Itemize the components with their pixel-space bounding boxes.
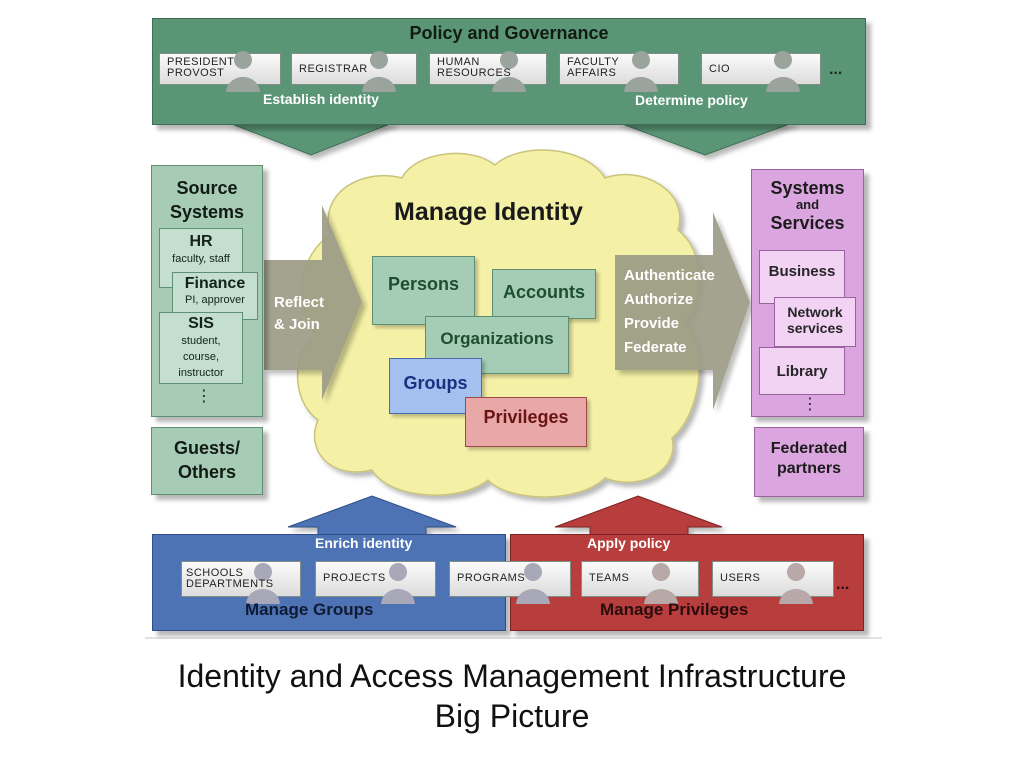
- service-network-services: Network services: [774, 297, 856, 347]
- action-federate: Federate: [624, 339, 687, 356]
- person-silhouette-icon: [644, 563, 678, 604]
- person-silhouette-icon: [492, 51, 526, 92]
- identity-actions-list: Authenticate Authorize Provide Federate: [624, 264, 715, 360]
- privilege-card-users: USERS: [712, 561, 834, 604]
- person-silhouette-icon: [246, 563, 280, 604]
- source-item-name: HR: [189, 233, 213, 250]
- role-label: PRESIDENT PROVOST: [167, 56, 235, 79]
- bottom-more-ellipsis: ...: [836, 576, 850, 593]
- source-title-line1: Source: [176, 178, 238, 198]
- entity-accounts: Accounts: [492, 269, 596, 319]
- reflect-join-label: Reflect & Join: [274, 292, 324, 336]
- caption-line2: Big Picture: [434, 698, 590, 734]
- source-item-detail: PI, approver: [185, 294, 245, 306]
- guests-line1: Guests/: [173, 438, 241, 458]
- role-label: CIO: [709, 63, 731, 75]
- privilege-card-label: TEAMS: [589, 572, 630, 584]
- entity-label: Persons: [387, 274, 460, 294]
- role-label: REGISTRAR: [299, 63, 368, 75]
- privilege-card-teams: TEAMS: [581, 561, 699, 604]
- source-systems-title: Source Systems: [152, 176, 262, 224]
- role-card-registrar: REGISTRAR: [291, 51, 417, 92]
- federated-line2: partners: [776, 460, 842, 477]
- entity-label: Organizations: [440, 329, 554, 348]
- source-item-detail: student, course, instructor: [178, 335, 224, 379]
- source-title-line2: Systems: [169, 202, 245, 222]
- person-silhouette-icon: [779, 563, 813, 604]
- action-authorize: Authorize: [624, 291, 694, 308]
- systems-title-line3: Services: [770, 213, 845, 233]
- systems-title-line2: and: [795, 197, 820, 212]
- role-card-faculty-affairs: FACULTY AFFAIRS: [559, 51, 679, 92]
- systems-title: Systems and Services: [752, 178, 863, 234]
- source-item-name: SIS: [188, 315, 214, 332]
- group-card-label: PROJECTS: [323, 572, 386, 584]
- policy-title: Policy and Governance: [409, 23, 609, 43]
- reflect-line2: & Join: [274, 316, 320, 333]
- action-provide: Provide: [624, 315, 680, 332]
- group-card-label: SCHOOLS DEPARTMENTS: [186, 567, 274, 590]
- manage-groups-label: Manage Groups: [245, 600, 374, 619]
- person-silhouette-icon: [624, 51, 658, 92]
- entity-label: Privileges: [483, 407, 569, 427]
- federated-line1: Federated: [770, 440, 848, 457]
- person-silhouette-icon: [381, 563, 415, 604]
- role-card-cio: CIO: [701, 51, 821, 92]
- privilege-card-label: USERS: [720, 572, 761, 584]
- systems-more-ellipsis: ⋮: [802, 396, 818, 413]
- source-item-name: Finance: [184, 275, 246, 292]
- entity-label: Accounts: [502, 282, 585, 302]
- determine-policy-label: Determine policy: [635, 92, 748, 108]
- source-systems-box: Source Systems HR faculty, staff Finance…: [151, 165, 263, 417]
- systems-title-line1: Systems: [770, 178, 845, 198]
- entity-label: Groups: [403, 373, 468, 393]
- service-label: Business: [768, 263, 836, 280]
- enrich-identity-label: Enrich identity: [315, 535, 413, 551]
- guests-line2: Others: [177, 462, 237, 482]
- source-item-detail: faculty, staff: [172, 253, 230, 265]
- entity-persons: Persons: [372, 256, 475, 325]
- group-card-schools-departments: SCHOOLS DEPARTMENTS: [181, 561, 301, 604]
- diagram-caption: Identity and Access Management Infrastru…: [0, 656, 1024, 736]
- manage-identity-title: Manage Identity: [394, 198, 583, 226]
- entity-groups: Groups: [389, 358, 482, 414]
- authenticate-arrow: [615, 212, 750, 410]
- group-card-label: PROGRAMS: [457, 572, 526, 584]
- federated-partners-box: Federated partners: [754, 427, 864, 497]
- group-card-programs: PROGRAMS: [449, 561, 571, 604]
- reflect-line1: Reflect: [274, 294, 325, 311]
- establish-identity-label: Establish identity: [263, 91, 379, 107]
- source-more-ellipsis: ⋮: [196, 388, 212, 405]
- role-card-president-provost: PRESIDENT PROVOST: [159, 51, 281, 92]
- role-card-human-resources: HUMAN RESOURCES: [429, 51, 547, 92]
- manage-privileges-label: Manage Privileges: [600, 600, 749, 619]
- policy-more-ellipsis: ...: [829, 61, 843, 78]
- action-authenticate: Authenticate: [624, 267, 715, 284]
- entity-privileges: Privileges: [465, 397, 587, 447]
- service-business: Business: [759, 250, 845, 304]
- person-silhouette-icon: [226, 51, 260, 92]
- service-library: Library: [759, 347, 845, 395]
- service-label: Library: [776, 363, 828, 380]
- caption-line1: Identity and Access Management Infrastru…: [177, 658, 847, 694]
- service-label: Network services: [786, 304, 844, 336]
- policy-governance-band: Policy and Governance PRESIDENT PROVOST …: [152, 18, 866, 125]
- systems-services-box: Systems and Services Business Network se…: [751, 169, 864, 417]
- role-label: FACULTY AFFAIRS: [567, 56, 620, 79]
- person-silhouette-icon: [516, 563, 550, 604]
- person-silhouette-icon: [766, 51, 800, 92]
- source-item-sis: SIS student, course, instructor: [159, 312, 243, 384]
- group-card-projects: PROJECTS: [315, 561, 436, 604]
- guests-others-box: Guests/ Others: [151, 427, 263, 495]
- reflect-join-arrow: [264, 205, 362, 400]
- role-label: HUMAN RESOURCES: [437, 56, 512, 79]
- person-silhouette-icon: [362, 51, 396, 92]
- apply-policy-label: Apply policy: [587, 535, 671, 551]
